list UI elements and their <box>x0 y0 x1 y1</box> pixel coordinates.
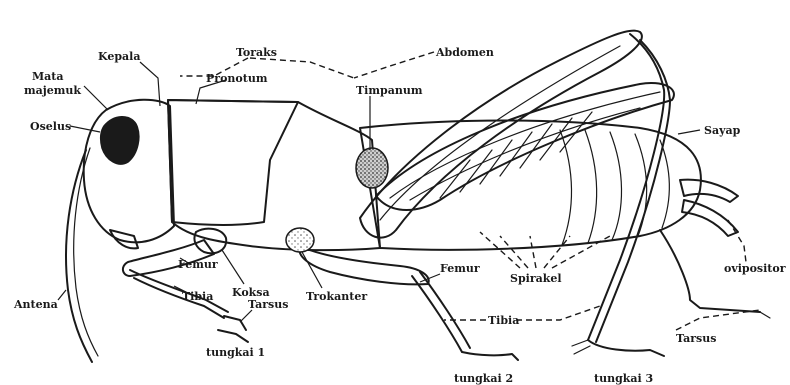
label-tungkai-3: tungkai 3 <box>594 372 653 385</box>
hind-tarsus-drawing <box>588 340 664 356</box>
label-timpanum: Timpanum <box>356 84 423 97</box>
label-mata-majemuk-1: Mata <box>32 70 64 83</box>
mid-femur-drawing <box>299 246 428 284</box>
mid-tarsus-drawing <box>462 352 518 360</box>
label-femur-mid: Femur <box>440 262 480 275</box>
label-antena: Antena <box>13 298 58 311</box>
mid-tibia-drawing <box>412 276 462 352</box>
label-spirakel: Spirakel <box>510 272 562 285</box>
grasshopper-illustration <box>66 31 770 362</box>
label-tarsus-front: Tarsus <box>248 298 288 311</box>
antenna-drawing <box>66 150 92 362</box>
label-tungkai-2: tungkai 2 <box>454 372 513 385</box>
label-femur-front: Femur <box>178 258 218 271</box>
label-ovipositor: ovipositor <box>724 262 786 275</box>
label-kepala: Kepala <box>98 50 140 63</box>
label-pronotum: Pronotum <box>206 72 268 85</box>
label-oselus: Oselus <box>30 120 71 133</box>
label-mata-majemuk-2: majemuk <box>24 84 81 97</box>
label-koksa: Koksa <box>232 286 270 299</box>
thorax-drawing <box>168 100 380 250</box>
abdomen-drawing <box>360 121 701 250</box>
label-abdomen: Abdomen <box>435 46 494 59</box>
front-tarsus-drawing <box>224 316 246 330</box>
label-trokanter: Trokanter <box>306 290 367 303</box>
label-tarsus-hind: Tarsus <box>676 332 716 345</box>
tympanum-drawing <box>356 148 388 188</box>
label-tibia-mid: Tibia <box>488 314 519 327</box>
ovipositor-drawing <box>680 180 738 202</box>
label-tibia-front: Tibia <box>182 290 213 303</box>
pronotum-drawing <box>168 100 298 225</box>
label-toraks: Toraks <box>236 46 277 59</box>
trochanter-drawing <box>286 228 314 252</box>
compound-eye-drawing <box>101 117 139 164</box>
label-sayap: Sayap <box>704 124 741 137</box>
label-tungkai-1: tungkai 1 <box>206 346 265 359</box>
